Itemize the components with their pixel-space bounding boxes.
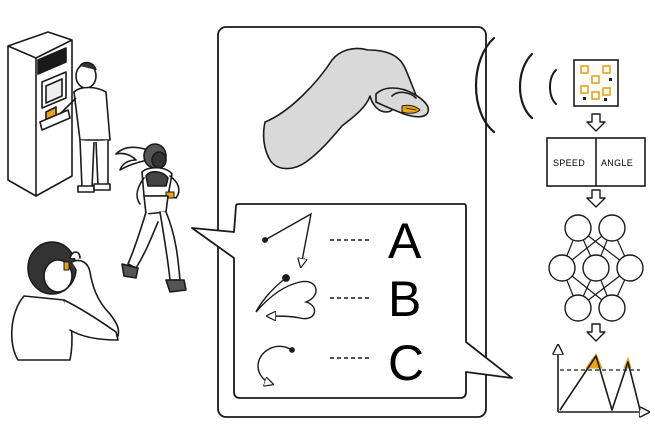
gesture-b-label: B <box>388 271 421 327</box>
sensor-chip-icon <box>573 59 619 107</box>
arrow-down-icon <box>586 113 606 132</box>
gesture-row-a: A <box>262 212 422 269</box>
arrow-down-icon <box>586 323 606 342</box>
gesture-speech-bubble <box>191 203 513 399</box>
atm-user-illustration: ATM <box>7 31 111 197</box>
gesture-a-trajectory <box>262 212 312 266</box>
gesture-row-c: C <box>257 335 424 391</box>
gesture-a-label: A <box>388 213 422 269</box>
pinching-hand-illustration <box>262 47 430 170</box>
feature-box: SPEED ANGLE <box>546 137 646 187</box>
neural-network-icon <box>548 214 644 322</box>
gesture-row-b: B <box>255 271 421 327</box>
gesture-c-label: C <box>388 335 424 391</box>
waveform-plot-icon <box>558 346 648 412</box>
feature-angle-label: ANGLE <box>601 158 633 168</box>
signal-wave-icon <box>475 36 557 134</box>
runner-illustration <box>115 143 187 293</box>
ear-touch-illustration <box>10 241 120 361</box>
gesture-b-trajectory <box>255 274 317 319</box>
arrow-down-icon <box>586 189 606 208</box>
gesture-c-trajectory <box>257 345 295 384</box>
feature-speed-label: SPEED <box>553 158 585 168</box>
